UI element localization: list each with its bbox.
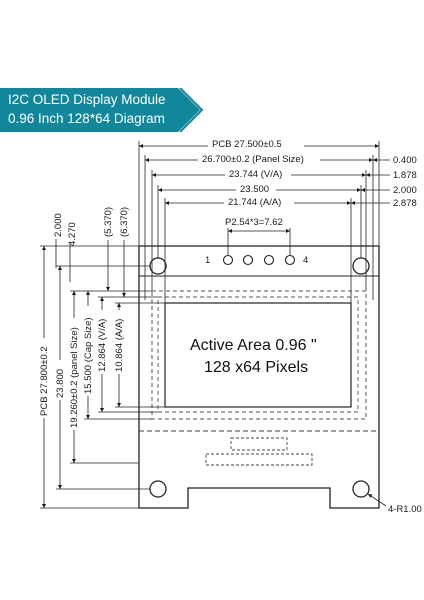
radius-leader bbox=[367, 493, 387, 507]
label-bg-panel-size bbox=[198, 152, 320, 164]
right-label-1: 0.400 bbox=[393, 155, 417, 166]
label-pcb-width: PCB 27.500±0.5 bbox=[212, 139, 282, 150]
label-bg-pcb-height bbox=[34, 338, 48, 418]
right-label-3: 2.000 bbox=[393, 185, 417, 196]
label-bg-v6 bbox=[53, 360, 67, 400]
label-hole-span: 23.500 bbox=[240, 184, 269, 195]
label-cap-height: 15.500 (Cap Size) bbox=[83, 317, 94, 394]
label-bg-aa-width bbox=[224, 195, 294, 207]
panel-outline bbox=[151, 290, 367, 420]
header-pins bbox=[222, 254, 296, 266]
panel-tail-flex bbox=[205, 453, 313, 466]
label-bg-cap-height bbox=[81, 306, 95, 396]
mounting-hole-top-right bbox=[352, 257, 370, 275]
label-bg-panel-height bbox=[67, 318, 81, 430]
pcb-outline bbox=[138, 245, 380, 509]
pin-2 bbox=[242, 254, 254, 266]
label-panel-size: 26.700±0.2 (Panel Size) bbox=[202, 154, 304, 165]
right-label-2: 1.878 bbox=[393, 170, 417, 181]
horizontal-dimensions bbox=[138, 141, 380, 303]
label-aa-height: 10.864 (A/A) bbox=[114, 319, 125, 372]
label-v6: 23.800 bbox=[55, 369, 66, 398]
label-v3: (5.370) bbox=[103, 207, 114, 237]
pin-pitch-label: P2.54*3=7.62 bbox=[225, 217, 283, 228]
label-va-width: 23.744 (V/A) bbox=[229, 169, 282, 180]
label-bg-hole-span bbox=[236, 182, 276, 194]
mounting-hole-bottom-right bbox=[352, 480, 370, 498]
right-dimensions bbox=[351, 158, 390, 205]
pin-label-last: 4 bbox=[303, 255, 308, 266]
panel-tail-connector bbox=[230, 437, 288, 451]
vertical-labels: 2.000 4.270 (5.370) (6.370) PCB 27.800±0… bbox=[34, 207, 130, 430]
active-area-label-1: Active Area 0.96 " bbox=[190, 337, 317, 354]
pin-3 bbox=[263, 254, 275, 266]
active-area-label-2: 128 x64 Pixels bbox=[204, 359, 308, 376]
radius-label: 4-R1.00 bbox=[388, 504, 422, 515]
label-v1: 2.000 bbox=[53, 213, 64, 237]
title-banner-shape bbox=[0, 88, 204, 132]
right-label-4: 2.878 bbox=[393, 198, 417, 209]
active-area bbox=[164, 302, 352, 408]
title-banner: I2C OLED Display Module 0.96 Inch 128*64… bbox=[0, 88, 210, 132]
pin-label-first: 1 bbox=[205, 255, 210, 266]
label-aa-width: 21.744 (A/A) bbox=[228, 197, 281, 208]
mounting-hole-bottom-left bbox=[149, 480, 167, 498]
label-va-height: 12.864 (V/A) bbox=[97, 319, 108, 372]
title-line-2: 0.96 Inch 128*64 Diagram bbox=[8, 111, 165, 126]
label-bg-va-height bbox=[95, 310, 109, 374]
label-bg-pcb-width bbox=[208, 137, 304, 149]
pin-1 bbox=[222, 254, 234, 266]
title-line-1: I2C OLED Display Module bbox=[8, 92, 166, 107]
pin-4 bbox=[284, 254, 296, 266]
label-panel-height: 19.260±0.2 (panel Size) bbox=[69, 327, 80, 428]
label-bg-va-width bbox=[225, 167, 291, 179]
label-v2: 4.270 bbox=[67, 222, 78, 246]
label-bg-aa-height bbox=[112, 310, 126, 374]
label-pcb-height: PCB 27.800±0.2 bbox=[39, 346, 50, 416]
label-v4: (6.370) bbox=[119, 207, 130, 237]
visible-area-outline bbox=[157, 296, 359, 413]
